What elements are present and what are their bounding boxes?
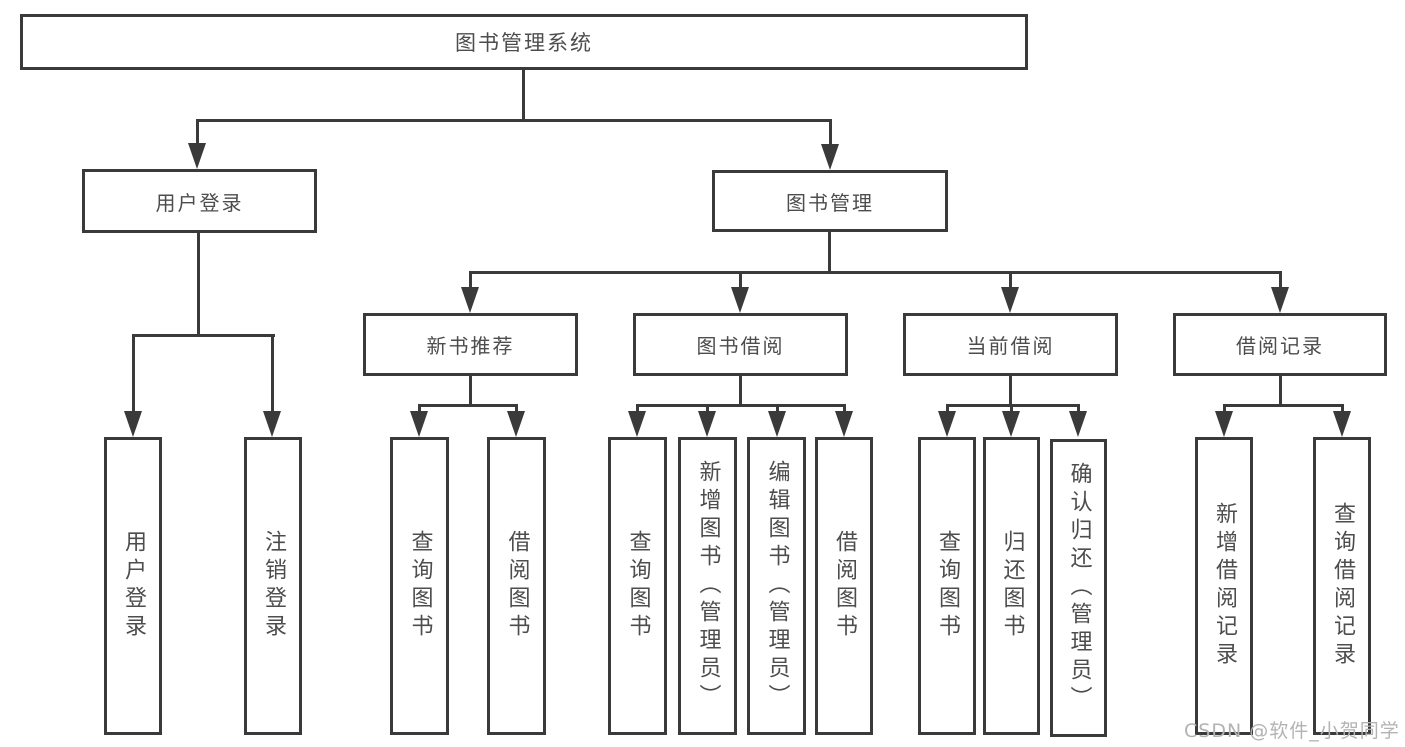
arrow-down-icon xyxy=(1271,287,1289,313)
connector-to-current-borrow xyxy=(1009,271,1012,301)
node-label: 借阅图书 xyxy=(832,530,857,642)
node-return-books: 归还图书 xyxy=(983,437,1040,735)
arrow-down-icon xyxy=(188,143,206,169)
connector-borrowing-stem xyxy=(739,376,742,407)
node-current-borrowing: 当前借阅 xyxy=(903,313,1118,376)
connector-borrowing-splitter xyxy=(636,404,846,407)
arrow-down-icon xyxy=(835,411,853,437)
node-borrow-books-recommendation: 借阅图书 xyxy=(487,437,546,735)
arrow-down-icon xyxy=(1215,411,1233,437)
node-new-book-recommendation: 新书推荐 xyxy=(363,313,578,376)
node-logout-login: 注销登录 xyxy=(244,437,302,735)
connector-level1-hline xyxy=(196,119,832,122)
node-label: 编辑图书（管理员） xyxy=(764,460,790,712)
connector-user-login-splitter xyxy=(132,334,275,337)
arrow-down-icon xyxy=(410,411,428,437)
arrow-down-icon xyxy=(1069,411,1087,437)
connector-root-stem xyxy=(522,70,525,121)
connector-to-book-management xyxy=(829,119,832,159)
connector-borrow-records-stem xyxy=(1279,376,1282,407)
connector-to-leaf-user-login xyxy=(132,334,135,424)
connector-to-borrowing xyxy=(739,271,742,301)
node-label: 图书管理系统 xyxy=(455,31,593,55)
arrow-down-icon xyxy=(1333,411,1351,437)
node-label: 当前借阅 xyxy=(966,334,1055,358)
node-search-books-recommendation: 查询图书 xyxy=(390,437,449,735)
connector-to-borrow-records xyxy=(1279,271,1282,301)
arrow-down-icon xyxy=(768,411,786,437)
arrow-down-icon xyxy=(938,411,956,437)
node-label: 查询借阅记录 xyxy=(1330,502,1355,670)
arrow-down-icon xyxy=(461,287,479,313)
arrow-down-icon xyxy=(628,411,646,437)
connector-new-book-stem xyxy=(469,376,472,407)
node-confirm-return-admin: 确认归还（管理员） xyxy=(1050,439,1107,737)
node-label: 查询图书 xyxy=(935,530,960,642)
node-book-management: 图书管理 xyxy=(712,170,948,232)
connector-current-borrow-stem xyxy=(1009,376,1012,407)
node-label: 用户登录 xyxy=(155,190,244,215)
arrow-down-icon xyxy=(731,287,749,313)
node-label: 归还图书 xyxy=(999,530,1025,642)
connector-to-user-login xyxy=(196,119,199,159)
node-user-login-branch: 用户登录 xyxy=(82,169,317,233)
node-label: 注销登录 xyxy=(261,530,286,642)
node-search-books-current: 查询图书 xyxy=(918,437,976,735)
arrow-down-icon xyxy=(263,411,281,437)
arrow-down-icon xyxy=(1001,287,1019,313)
node-label: 借阅记录 xyxy=(1236,334,1324,358)
node-label: 图书借阅 xyxy=(696,334,785,358)
node-label: 查询图书 xyxy=(407,530,433,642)
node-library-management-system: 图书管理系统 xyxy=(20,14,1028,70)
arrow-down-icon xyxy=(698,411,716,437)
node-label: 新书推荐 xyxy=(426,334,515,358)
node-edit-books-admin: 编辑图书（管理员） xyxy=(747,437,806,735)
node-user-login: 用户登录 xyxy=(104,437,162,735)
connector-level2-hline xyxy=(469,271,1282,274)
node-borrowing-records: 借阅记录 xyxy=(1173,313,1387,376)
node-add-books-admin: 新增图书（管理员） xyxy=(678,437,737,735)
node-label: 新增借阅记录 xyxy=(1212,502,1237,670)
node-borrow-books-borrowing: 借阅图书 xyxy=(815,437,873,735)
node-label: 用户登录 xyxy=(121,530,146,642)
node-search-books-borrowing: 查询图书 xyxy=(608,437,667,735)
connector-borrow-records-splitter xyxy=(1223,404,1344,407)
connector-to-new-book xyxy=(469,271,472,301)
connector-to-leaf-logout xyxy=(271,334,274,424)
node-book-borrowing: 图书借阅 xyxy=(633,313,848,376)
node-search-borrow-record: 查询借阅记录 xyxy=(1313,437,1371,735)
node-add-borrow-record: 新增借阅记录 xyxy=(1195,437,1253,735)
node-label: 借阅图书 xyxy=(504,530,530,642)
arrow-down-icon xyxy=(124,411,142,437)
arrow-down-icon xyxy=(821,144,839,170)
node-label: 图书管理 xyxy=(786,190,874,215)
arrow-down-icon xyxy=(1002,411,1020,437)
node-label: 查询图书 xyxy=(625,530,651,642)
arrow-down-icon xyxy=(507,411,525,437)
node-label: 确认归还（管理员） xyxy=(1066,462,1092,714)
connector-new-book-splitter xyxy=(418,404,518,407)
node-label: 新增图书（管理员） xyxy=(695,460,721,712)
connector-user-login-stem xyxy=(197,233,200,337)
connector-book-management-stem xyxy=(828,232,831,274)
watermark: CSDN @软件_小贺同学 xyxy=(1184,720,1400,742)
connector-current-borrow-splitter xyxy=(946,404,1080,407)
